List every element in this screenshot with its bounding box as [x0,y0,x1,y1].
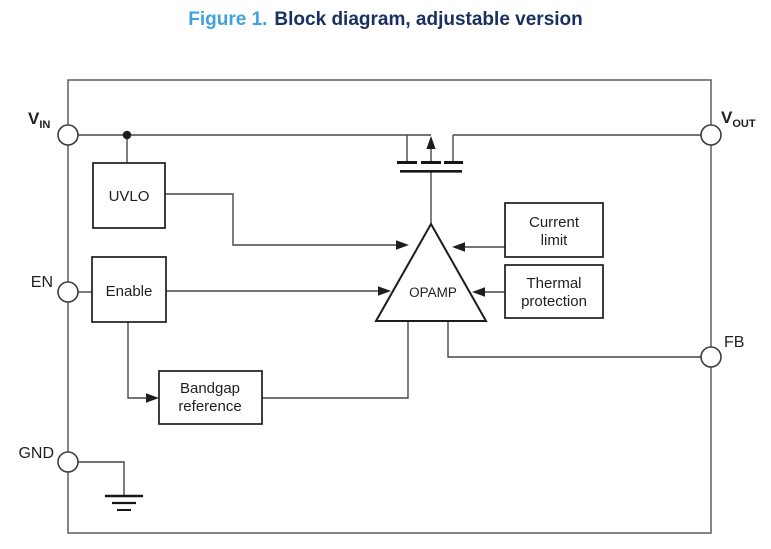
figure-title: Figure 1. Block diagram, adjustable versi… [0,9,771,31]
wire-gnd [78,461,125,495]
fb-pin [700,346,722,368]
wire-enable-to-bandgap [127,322,147,399]
figure-number-label: Figure 1. [188,9,268,30]
enable-label: Enable [106,283,153,300]
bandgap-label-line1: Bandgap [180,380,240,397]
bandgap-block [158,370,263,425]
arrowheads [146,240,485,403]
enable-block [91,256,167,323]
function-blocks: UVLO Enable Bandgap reference Current li… [91,162,604,425]
wires [78,130,702,495]
wire-junction-dot [122,130,132,140]
current-limit-label-line1: Current [529,214,580,231]
arrowhead-thermal [472,287,485,297]
bandgap-label-line2: reference [178,398,241,415]
opamp-triangle [374,221,488,322]
wire-uvlo-to-opamp [165,193,397,246]
wire-bandgap-to-opamp [262,321,409,399]
arrowhead-bandgap [146,393,159,403]
uvlo-label: UVLO [109,188,150,205]
thermal-protection-block [504,264,604,319]
gnd-pin-label: GND [18,445,54,462]
fb-pin-label: FB [724,334,744,351]
ic-boundary-box [67,79,712,534]
pins [57,124,722,473]
current-limit-block [504,202,604,258]
arrowhead-enable [378,286,391,296]
gnd-pin [57,451,79,473]
vin-pin-label: VIN [28,109,50,131]
vin-pin [57,124,79,146]
current-limit-label-line2: limit [541,232,568,249]
wire-opamp-to-fb [447,321,702,358]
earth-ground-icon [105,494,143,511]
vout-pin-label: VOUT [721,108,756,130]
pin-labels: VIN VOUT EN GND FB [18,108,755,462]
figure-caption: Block diagram, adjustable version [274,9,583,30]
uvlo-block [92,162,166,229]
en-pin [57,281,79,303]
thermal-protection-label-line2: protection [521,293,587,310]
arrowhead-uvlo [396,240,409,250]
transistor-body-arrow [426,136,436,149]
opamp-label: OPAMP [409,285,457,300]
arrowhead-currentlimit [452,242,465,252]
vout-pin [700,124,722,146]
en-pin-label: EN [31,274,53,291]
pmos-pass-transistor-icon [397,135,463,173]
thermal-protection-label-line1: Thermal [526,275,581,292]
